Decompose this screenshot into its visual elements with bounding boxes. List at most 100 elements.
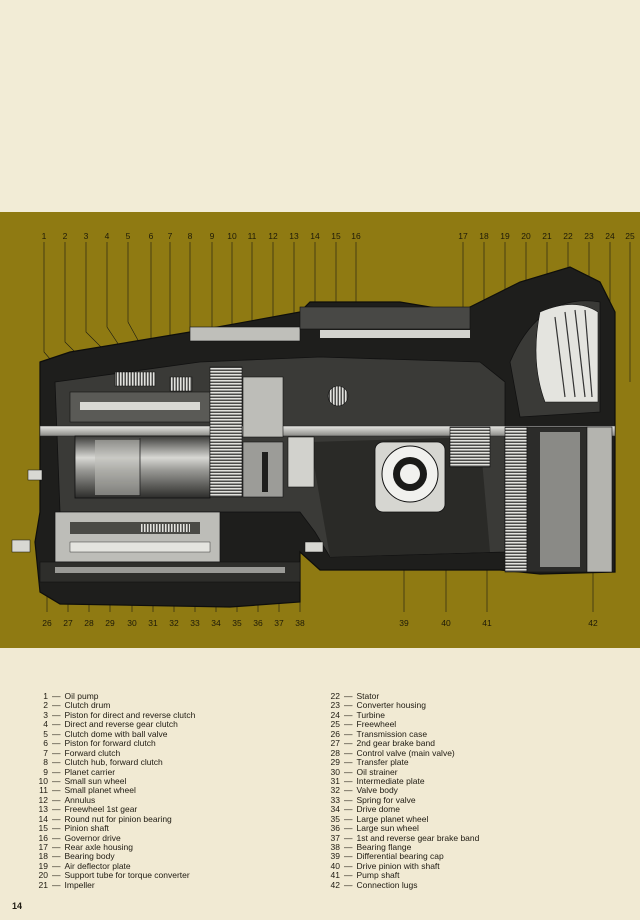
callout-number: 27 xyxy=(63,618,73,628)
legend-dash: — xyxy=(344,842,353,852)
legend-item: 21—Impeller xyxy=(36,879,195,890)
legend-item: 9 —Planet carrier xyxy=(36,766,195,777)
legend-number: 23 xyxy=(330,700,340,711)
callout-number: 22 xyxy=(563,231,573,241)
legend-item: 19—Air deflector plate xyxy=(36,861,195,871)
legend-number: 7 xyxy=(43,747,48,758)
callout-number: 13 xyxy=(289,231,299,241)
legend-item: 36—Large sun wheel xyxy=(328,823,479,834)
legend-item: 3—Piston for direct and reverse clutch xyxy=(36,709,196,720)
legend-dash: — xyxy=(344,851,353,862)
legend-item: 29—Transfer plate xyxy=(328,757,479,767)
legend-item: 32 —Valve body xyxy=(328,785,479,796)
legend-text: Clutch drum xyxy=(64,700,111,711)
legend-dash: — xyxy=(344,709,353,720)
legend-number: 21 xyxy=(38,879,48,890)
legend-text: Governor drive xyxy=(64,832,121,843)
legend-item: 25—Freewheel xyxy=(328,719,479,729)
callout-number: 16 xyxy=(351,231,361,241)
legend-item: 5—Clutch dome with ball valve xyxy=(36,729,195,739)
clutch-drum xyxy=(74,435,211,499)
legend-number: 11 xyxy=(39,785,48,796)
callout-number: 41 xyxy=(482,618,492,628)
callout-number: 28 xyxy=(84,618,94,628)
callout-number: 15 xyxy=(331,231,341,241)
legend-number: 33 xyxy=(330,794,340,805)
legend-text: Connection lugs xyxy=(356,879,418,890)
legend-number: 9 xyxy=(43,766,48,777)
callout-number: 4 xyxy=(104,231,110,241)
callout-number: 19 xyxy=(500,231,510,241)
legend-text: Oil strainer xyxy=(356,766,398,777)
callout-number: 20 xyxy=(521,231,531,241)
planetary-gear-set xyxy=(209,366,315,498)
legend-dash: — xyxy=(52,747,61,758)
legend-item: 30—Oil strainer xyxy=(328,766,479,777)
legend-item: 38—Bearing flange xyxy=(328,842,479,852)
legend-dash: — xyxy=(344,747,353,758)
callout-number: 11 xyxy=(247,231,257,241)
page-number: 14 xyxy=(12,901,23,911)
legend-text: 1st and reverse gear brake band xyxy=(356,832,480,843)
legend-dash: — xyxy=(344,738,353,749)
legend-text: Support tube for torque converter xyxy=(64,870,190,881)
legend-text: Bearing body xyxy=(64,851,115,862)
callout-number: 1 xyxy=(41,231,47,241)
callout-number: 34 xyxy=(211,618,221,628)
legend-item: 7—Forward clutch xyxy=(36,747,195,758)
callout-number: 2 xyxy=(62,231,68,241)
differential-bearing xyxy=(374,441,446,513)
callout-number: 5 xyxy=(125,231,131,241)
legend-text: Transmission case xyxy=(356,728,428,739)
legend-dash: — xyxy=(344,785,353,796)
callout-number: 42 xyxy=(588,618,598,628)
torque-converter xyxy=(504,300,613,573)
legend-item: 28—Control valve (main valve) xyxy=(328,747,479,758)
legend-dash: — xyxy=(344,700,353,711)
legend-text: Rear axle housing xyxy=(64,842,134,852)
legend-text: Valve body xyxy=(356,785,398,796)
drive-pinion xyxy=(449,426,491,468)
legend-dash: — xyxy=(52,851,61,862)
callout-number: 9 xyxy=(209,231,215,241)
legend-number: 32 xyxy=(330,785,340,796)
legend-number: 42 xyxy=(330,879,340,890)
callout-number: 10 xyxy=(227,231,237,241)
legend-dash: — xyxy=(52,785,61,796)
mount-bolts xyxy=(11,469,324,553)
callout-number: 25 xyxy=(625,231,635,241)
legend-number: 38 xyxy=(330,842,340,852)
legend-item: 6—Piston for forward clutch xyxy=(36,738,195,749)
legend-item: 42—Connection lugs xyxy=(328,879,479,890)
legend-dash: — xyxy=(52,738,61,749)
legend-text: Oil pump xyxy=(64,691,99,701)
legend-dash: — xyxy=(52,766,61,777)
legend-item: 20—Support tube for torque converter xyxy=(36,870,195,881)
legend-dash: — xyxy=(344,804,353,815)
legend-item: 34—Drive dome xyxy=(328,804,479,815)
transmission-cutaway xyxy=(11,242,631,612)
legend-item: 35—Large planet wheel xyxy=(328,813,479,824)
legend-item: 18—Bearing body xyxy=(36,851,195,862)
legend-item: 24—Turbine xyxy=(328,709,479,720)
main-shaft xyxy=(39,425,616,437)
callout-number: 29 xyxy=(105,618,115,628)
legend-number: 17 xyxy=(38,842,48,852)
legend-text: Planet carrier xyxy=(64,766,116,777)
legend-item: 14—Round nut for pinion bearing xyxy=(36,814,195,824)
legend-number: 40 xyxy=(330,860,340,871)
legend-number: 28 xyxy=(330,747,340,758)
legend-text: Piston for forward clutch xyxy=(64,738,156,749)
legend-item: 4—Direct and reverse gear clutch xyxy=(36,719,195,729)
legend-dash: — xyxy=(344,823,353,834)
legend-item: 1—Oil pump xyxy=(36,691,195,701)
legend-dash: — xyxy=(344,870,353,881)
legend-dash: — xyxy=(52,775,61,786)
legend-text: Piston for direct and reverse clutch xyxy=(64,709,196,720)
legend-item: 22—Stator xyxy=(328,691,479,701)
legend-text: Small sun wheel xyxy=(64,775,127,786)
callout-number: 35 xyxy=(232,618,242,628)
legend-number: 35 xyxy=(330,813,340,824)
callout-number: 32 xyxy=(169,618,179,628)
